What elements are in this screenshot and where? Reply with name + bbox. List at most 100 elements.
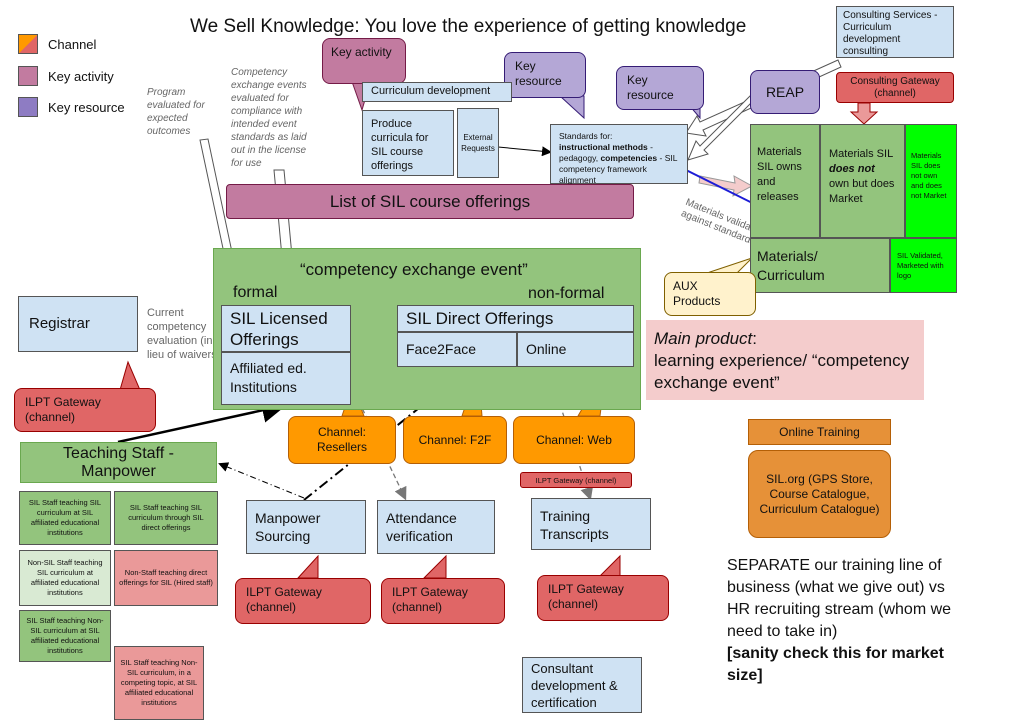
consulting-gateway-label: Consulting Gateway (channel) <box>850 75 940 99</box>
box-produce-curricula: Produce curricula for SIL course offerin… <box>362 110 454 176</box>
box-attendance-verification: Attendance verification <box>377 500 495 554</box>
ilpt1-label: ILPT Gateway (channel) <box>246 585 322 614</box>
callout-ilpt-gateway-1: ILPT Gateway (channel) <box>235 578 371 624</box>
aux-products-label: AUX Products <box>673 279 721 308</box>
staff-cell-6: SIL Staff teaching Non-SIL curriculum, i… <box>114 646 204 720</box>
standards-bold-competencies: competencies <box>600 153 658 163</box>
teaching-staff-label: Teaching Staff - Manpower <box>63 445 174 480</box>
callout-key-resource-2: Key resource <box>616 66 704 110</box>
legend-key-resource-label: Key resource <box>48 100 125 115</box>
callout-key-activity: Key activity <box>322 38 406 84</box>
staff-cell-4-label: Non-Staff teaching direct offerings for … <box>119 568 213 587</box>
callout-ilpt-gateway-3: ILPT Gateway (channel) <box>537 575 669 621</box>
event-formal: formal <box>233 284 278 301</box>
consultant-label: Consultant development & certification <box>531 661 618 710</box>
note-program-evaluated: Program evaluated for expected outcomes <box>147 87 205 137</box>
callout-ilpt-gateway-left: ILPT Gateway (channel) <box>14 388 156 432</box>
callout-channel-web: Channel: Web <box>513 416 635 464</box>
staff-cell-4: Non-Staff teaching direct offerings for … <box>114 550 218 606</box>
materials-neither-label: Materials SIL does not own and does not … <box>911 151 947 200</box>
box-online: Online <box>517 332 634 367</box>
event-title: “competency exchange event” <box>300 260 528 279</box>
arrow-consulting-gateway-down <box>849 102 879 125</box>
legend-key-activity-swatch <box>18 66 38 86</box>
banner-list-of-offerings: List of SIL course offerings <box>226 184 634 219</box>
staff-cell-1-label: SIL Staff teaching SIL curriculum at SIL… <box>28 498 102 537</box>
list-of-offerings-label: List of SIL course offerings <box>329 191 531 211</box>
box-main-product: Main product: learning experience/ “comp… <box>646 320 924 400</box>
registrar-label: Registrar <box>29 315 90 332</box>
callout-key-resource-1: Key resource <box>504 52 586 98</box>
standards-bold-methods: instructional methods <box>559 142 648 152</box>
staff-cell-3-label: Non-SIL Staff teaching SIL curriculum at… <box>27 558 103 597</box>
manpower-sourcing-label: Manpower Sourcing <box>255 510 321 544</box>
arrow-standards-to-materials <box>698 175 754 197</box>
callout-key-activity-label: Key activity <box>331 45 392 59</box>
consulting-services-label: Consulting Services - Curriculum develop… <box>843 10 938 57</box>
box-consultant-development: Consultant development & certification <box>522 657 642 713</box>
callout-reap: REAP <box>750 70 820 114</box>
box-sil-validated: SIL Validated, Marketed with logo <box>890 238 957 293</box>
box-manpower-sourcing: Manpower Sourcing <box>246 500 366 554</box>
staff-cell-5: SIL Staff teaching Non-SIL curriculum at… <box>19 610 111 662</box>
materials-owns-label: Materials SIL owns and releases <box>757 146 802 203</box>
standards-prefix: Standards for: <box>559 131 613 141</box>
callout-channel-resellers: Channel: Resellers <box>288 416 396 464</box>
tail-ilpt-left <box>119 360 141 391</box>
sil-validated-label: SIL Validated, Marketed with logo <box>897 251 944 280</box>
callout-channel-f2f: Channel: F2F <box>403 416 507 464</box>
box-sil-direct-offerings: SIL Direct Offerings <box>397 305 634 332</box>
box-sil-licensed-offerings: SIL Licensed Offerings <box>221 305 351 352</box>
standards-suffix: - SIL competency framework alignment <box>559 153 678 185</box>
box-materials-owns: Materials SIL owns and releases <box>750 124 820 238</box>
box-online-training: Online Training <box>748 419 891 445</box>
arrow-produce-to-standards <box>497 146 552 157</box>
arrow-reap-to-standards <box>687 95 755 161</box>
ilpt-small-label: ILPT Gateway (channel) <box>535 475 617 485</box>
tail-ilpt1 <box>296 554 319 579</box>
online-training-label: Online Training <box>779 425 860 439</box>
staff-cell-1: SIL Staff teaching SIL curriculum at SIL… <box>19 491 111 545</box>
sil-org-label: SIL.org (GPS Store, Course Catalogue, Cu… <box>759 471 880 516</box>
box-consulting-gateway: Consulting Gateway (channel) <box>836 72 954 103</box>
box-materials-not-own: Materials SIL does not own but does Mark… <box>820 124 905 238</box>
curriculum-development-label: Curriculum development <box>371 85 491 97</box>
ilpt3-label: ILPT Gateway (channel) <box>548 582 624 611</box>
sil-licensed-label: SIL Licensed Offerings <box>230 309 328 349</box>
main-product-label: Main product <box>654 329 753 348</box>
legend-channel-swatch <box>18 34 38 54</box>
ilpt2-label: ILPT Gateway (channel) <box>392 585 468 614</box>
callout-key-resource-1-label: Key resource <box>515 59 562 88</box>
staff-cell-3: Non-SIL Staff teaching SIL curriculum at… <box>19 550 111 606</box>
legend: Channel Key activity Key resource <box>18 34 138 124</box>
separate-note: SEPARATE our training line of business (… <box>727 555 957 687</box>
transcripts-label: Training Transcripts <box>540 508 609 542</box>
callout-ilpt-gateway-2: ILPT Gateway (channel) <box>381 578 505 624</box>
materials-not-own-b: does not <box>829 163 875 175</box>
box-training-transcripts: Training Transcripts <box>531 498 651 550</box>
staff-cell-5-label: SIL Staff teaching Non-SIL curriculum at… <box>26 616 104 655</box>
arrow-manpower-to-teaching <box>218 462 305 499</box>
standards-mid: - pedagogy, <box>559 142 653 163</box>
materials-not-own-c: own but does Market <box>829 178 895 205</box>
box-registrar: Registrar <box>18 296 138 352</box>
materials-not-own-a: Materials SIL <box>829 148 893 160</box>
sil-direct-label: SIL Direct Offerings <box>406 309 554 328</box>
ilpt-left-label: ILPT Gateway (channel) <box>25 395 101 424</box>
event-non-formal: non-formal <box>528 285 605 302</box>
staff-cell-6-label: SIL Staff teaching Non-SIL curriculum, i… <box>120 658 198 707</box>
box-ilpt-gateway-small: ILPT Gateway (channel) <box>520 472 632 488</box>
legend-channel-label: Channel <box>48 37 97 52</box>
note-competency-exchange: Competency exchange events evaluated for… <box>231 67 307 169</box>
attendance-label: Attendance verification <box>386 510 457 544</box>
callout-reap-label: REAP <box>765 84 805 100</box>
box-sil-org: SIL.org (GPS Store, Course Catalogue, Cu… <box>748 450 891 538</box>
online-label: Online <box>526 341 567 357</box>
box-standards: Standards for: instructional methods - p… <box>550 124 688 185</box>
materials-curriculum-label: Materials/ Curriculum <box>757 248 825 283</box>
sanity-check-text: [sanity check this for market size] <box>727 645 944 684</box>
callout-key-resource-2-label: Key resource <box>627 73 674 102</box>
main-product-text: learning experience/ “competency exchang… <box>654 351 910 392</box>
external-requests-label: External Requests <box>461 133 495 153</box>
page-title: We Sell Knowledge: You love the experien… <box>190 16 747 37</box>
